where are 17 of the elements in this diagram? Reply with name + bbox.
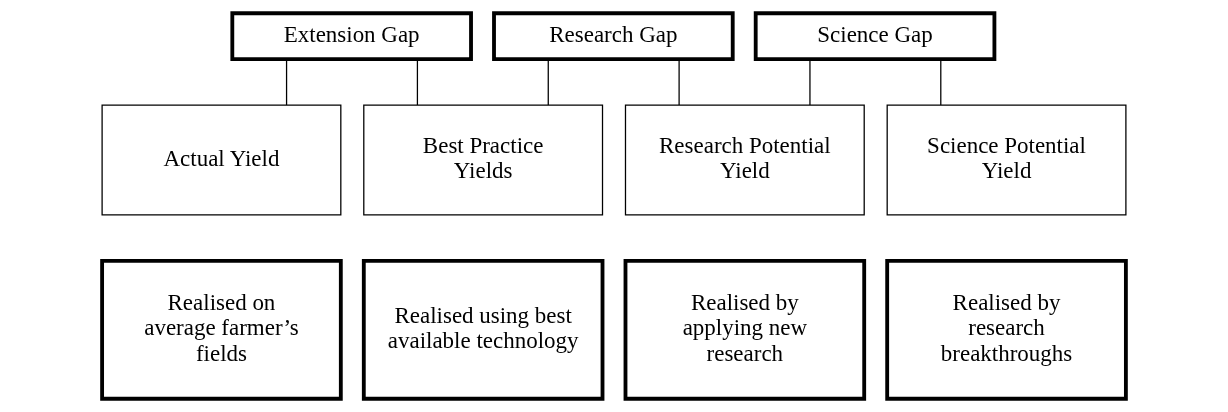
node-box: Realised by applying new research xyxy=(623,258,867,401)
node-box: Realised on average farmer’s fields xyxy=(100,258,343,401)
node-box: Research Potential Yield xyxy=(624,104,865,216)
connector xyxy=(940,58,942,106)
node-box: Extension Gap xyxy=(230,11,473,62)
node-box: Science Gap xyxy=(753,11,997,62)
connector xyxy=(416,58,419,106)
node-box: Actual Yield xyxy=(101,104,342,216)
connector xyxy=(285,58,288,106)
node-box: Realised by research breakthroughs xyxy=(885,258,1128,401)
connector xyxy=(678,58,680,106)
node-box: Science Potential Yield xyxy=(886,104,1127,216)
connector xyxy=(547,58,549,106)
node-box: Best Practice Yields xyxy=(363,104,604,216)
connector xyxy=(809,58,811,106)
node-box: Research Gap xyxy=(492,11,735,62)
node-box: Realised using best available technology xyxy=(361,258,605,401)
